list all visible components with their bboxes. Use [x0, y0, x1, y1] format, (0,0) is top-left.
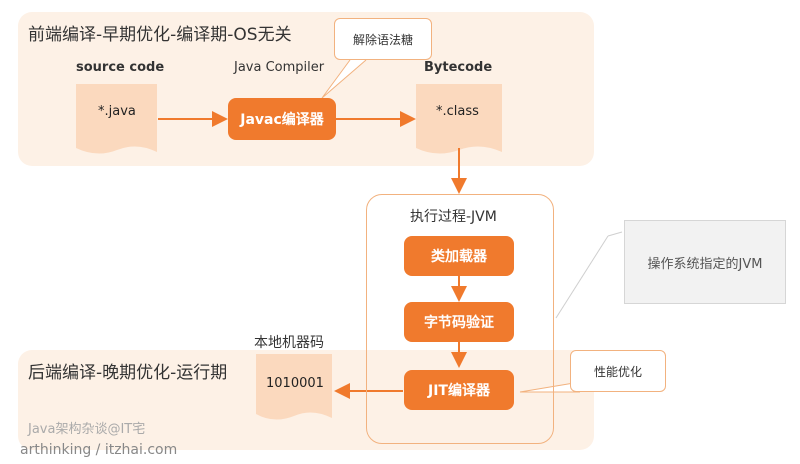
os-note-bracket: [607, 231, 623, 237]
source-file-name: *.java: [98, 104, 136, 119]
jvm-title: 执行过程-JVM: [410, 209, 497, 225]
perf-callout-pointer: [519, 381, 581, 393]
native-code-doc: [256, 354, 332, 420]
source-file-doc: [76, 84, 157, 154]
watermark-line2: arthinking / itzhai.com: [20, 442, 178, 458]
native-code-heading: 本地机器码: [254, 335, 324, 351]
native-code-value: 1010001: [266, 376, 324, 391]
front-stage-title: 前端编译-早期优化-编译期-OS无关: [28, 25, 292, 45]
bytecode-verify-box: 字节码验证: [404, 302, 514, 342]
os-note-connector: [555, 235, 609, 319]
class-file-doc: [416, 84, 502, 154]
os-specific-jvm-note: 操作系统指定的JVM: [624, 220, 786, 304]
watermark-line1: Java架构杂谈@IT宅: [28, 422, 146, 437]
source-code-heading: source code: [76, 60, 165, 75]
syntax-sugar-callout: 解除语法糖: [334, 18, 432, 60]
sugar-callout-pointer: [321, 59, 367, 99]
class-file-name: *.class: [436, 104, 479, 119]
jit-compiler-box: JIT编译器: [404, 370, 514, 410]
performance-callout: 性能优化: [570, 350, 666, 392]
class-loader-box: 类加载器: [404, 236, 514, 276]
jvm-execution-frame: [366, 194, 554, 444]
javac-compiler-box: Javac编译器: [228, 98, 336, 140]
bytecode-heading: Bytecode: [424, 60, 493, 75]
java-compiler-heading: Java Compiler: [234, 60, 325, 75]
back-stage-title: 后端编译-晚期优化-运行期: [28, 363, 228, 383]
